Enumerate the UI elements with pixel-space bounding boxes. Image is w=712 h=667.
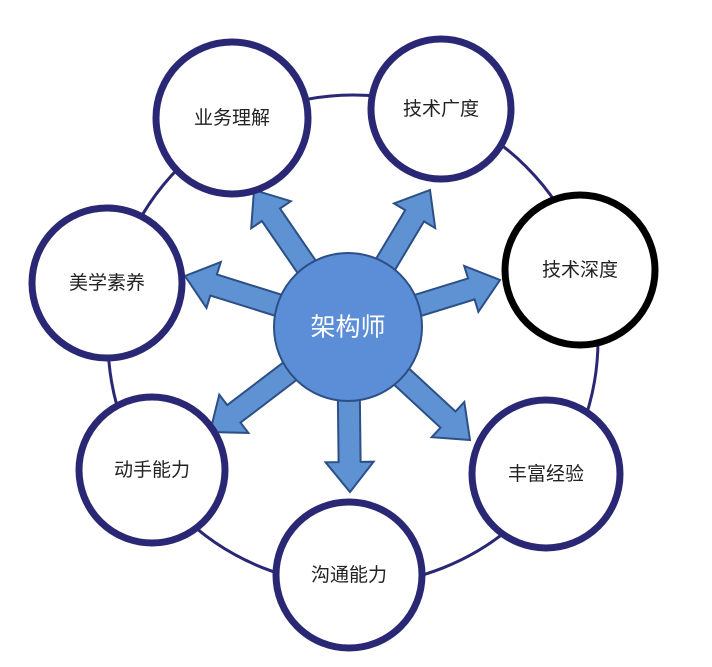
node-hands-on: 动手能力 <box>75 393 229 547</box>
node-label: 技术广度 <box>403 98 479 120</box>
node-label: 丰富经验 <box>508 463 584 485</box>
node-circle <box>75 393 229 547</box>
node-label: 业务理解 <box>194 107 270 129</box>
node-label: 美学素养 <box>69 272 145 294</box>
node-circle <box>272 498 426 652</box>
node-aesthetics: 美学素养 <box>28 204 186 362</box>
node-circle <box>501 191 659 349</box>
node-label: 技术深度 <box>542 259 618 281</box>
node-circle <box>367 35 515 183</box>
center-circle <box>273 252 423 402</box>
node-communication: 沟通能力 <box>272 498 426 652</box>
center-node: 架构师 <box>273 252 423 402</box>
node-tech-breadth: 技术广度 <box>367 35 515 183</box>
center-label: 架构师 <box>310 313 385 342</box>
node-circle <box>28 204 186 362</box>
node-circle <box>152 38 312 198</box>
node-tech-depth: 技术深度 <box>501 191 659 349</box>
node-label: 动手能力 <box>114 459 190 481</box>
node-rich-experience: 丰富经验 <box>468 396 624 552</box>
node-business-understanding: 业务理解 <box>152 38 312 198</box>
node-label: 沟通能力 <box>311 564 387 586</box>
node-circle <box>468 396 624 552</box>
